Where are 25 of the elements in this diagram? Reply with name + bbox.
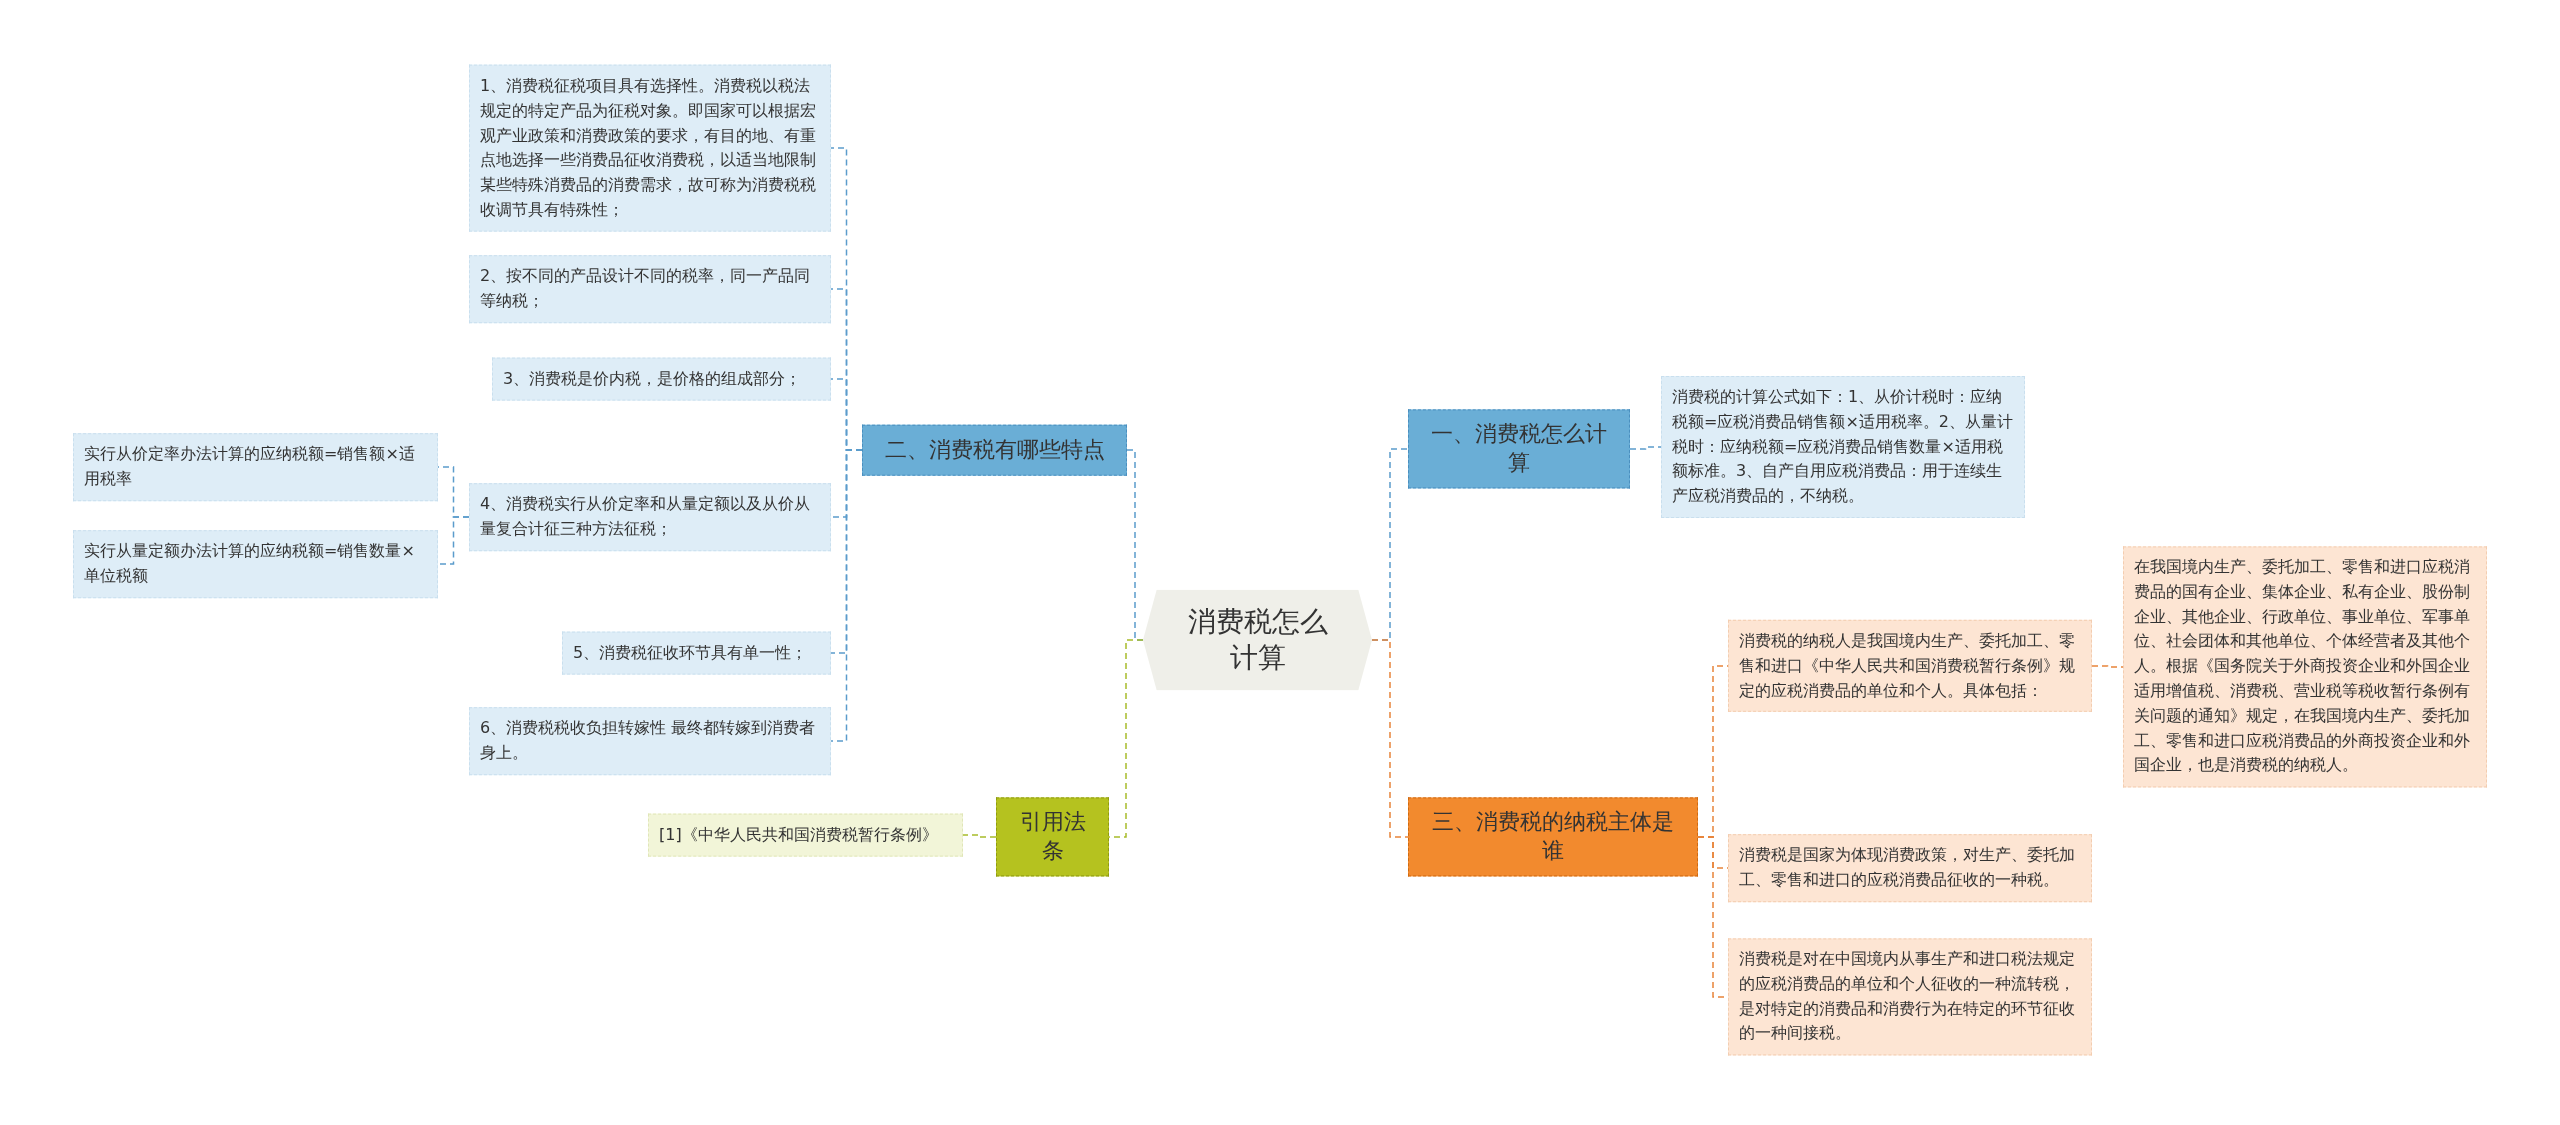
- detail-note: 消费税的纳税人是我国境内生产、委托加工、零售和进口《中华人民共和国消费税暂行条例》规定的应税消费品的单位和个人。具体包括：: [1728, 619, 2092, 713]
- root-topic: 消费税怎么计算: [1143, 589, 1372, 691]
- connector-line: [962, 834, 997, 838]
- connector-line: [1371, 639, 1409, 838]
- detail-note: 3、消费税是价内税，是价格的组成部分；: [492, 357, 831, 401]
- branch-topic: 三、消费税的纳税主体是谁: [1408, 797, 1698, 877]
- detail-note: 实行从价定率办法计算的应纳税额=销售额×适用税率: [73, 433, 438, 501]
- detail-note: 消费税是国家为体现消费政策，对生产、委托加工、零售和进口的应税消费品征收的一种税。: [1728, 834, 2092, 902]
- branch-topic: 引用法条: [996, 797, 1109, 877]
- connector-line: [437, 516, 470, 565]
- detail-note: 4、消费税实行从价定率和从量定额以及从价从量复合计征三种方法征税；: [469, 483, 831, 551]
- citation-note: [1]《中华人民共和国消费税暂行条例》: [648, 813, 963, 857]
- detail-note: 实行从量定额办法计算的应纳税额=销售数量×单位税额: [73, 530, 438, 598]
- detail-note: 消费税是对在中国境内从事生产和进口税法规定的应税消费品的单位和个人征收的一种流转税，是对特定的消费品和消费行为在特定的环节征收的一种间接税。: [1728, 938, 2092, 1056]
- detail-note: 5、消费税征收环节具有单一性；: [562, 631, 831, 675]
- connector-line: [1629, 446, 1662, 450]
- branch-topic: 二、消费税有哪些特点: [862, 424, 1127, 476]
- connector-line: [2091, 665, 2124, 668]
- detail-note: 1、消费税征税项目具有选择性。消费税以税法规定的特定产品为征税对象。即国家可以根据宏观产业政策和消费政策的要求，有目的地、有重点地选择一些消费品征收消费税，以适当地限制某些特殊消费品的消费需求，故可称为消费税税收调节具有特殊性；: [469, 64, 831, 232]
- detail-note: 消费税的计算公式如下：1、从价计税时：应纳税额=应税消费品销售额×适用税率。2、从量计税时：应纳税额=应税消费品销售数量×适用税额标准。3、自产自用应税消费品：用于连续生产应税消费品的，不纳税。: [1661, 376, 2025, 518]
- connector-line: [830, 449, 863, 742]
- detail-note: 6、消费税税收负担转嫁性 最终都转嫁到消费者身上。: [469, 707, 831, 775]
- branch-topic: 一、消费税怎么计算: [1408, 409, 1630, 489]
- detail-note: 在我国境内生产、委托加工、零售和进口应税消费品的国有企业、集体企业、私有企业、股份制企业、其他企业、行政单位、事业单位、军事单位、社会团体和其他单位、个体经营者及其他个人。根据《国务院关于外商投资企业和外国企业适用增值税、消费税、营业税等税收暂行条例有关问题的通知》规定，在我国境内生产、委托加工、零售和进口应税消费品的外商投资企业和外国企业，也是消费税的纳税人。: [2123, 546, 2487, 788]
- detail-note: 2、按不同的产品设计不同的税率，同一产品同等纳税；: [469, 255, 831, 323]
